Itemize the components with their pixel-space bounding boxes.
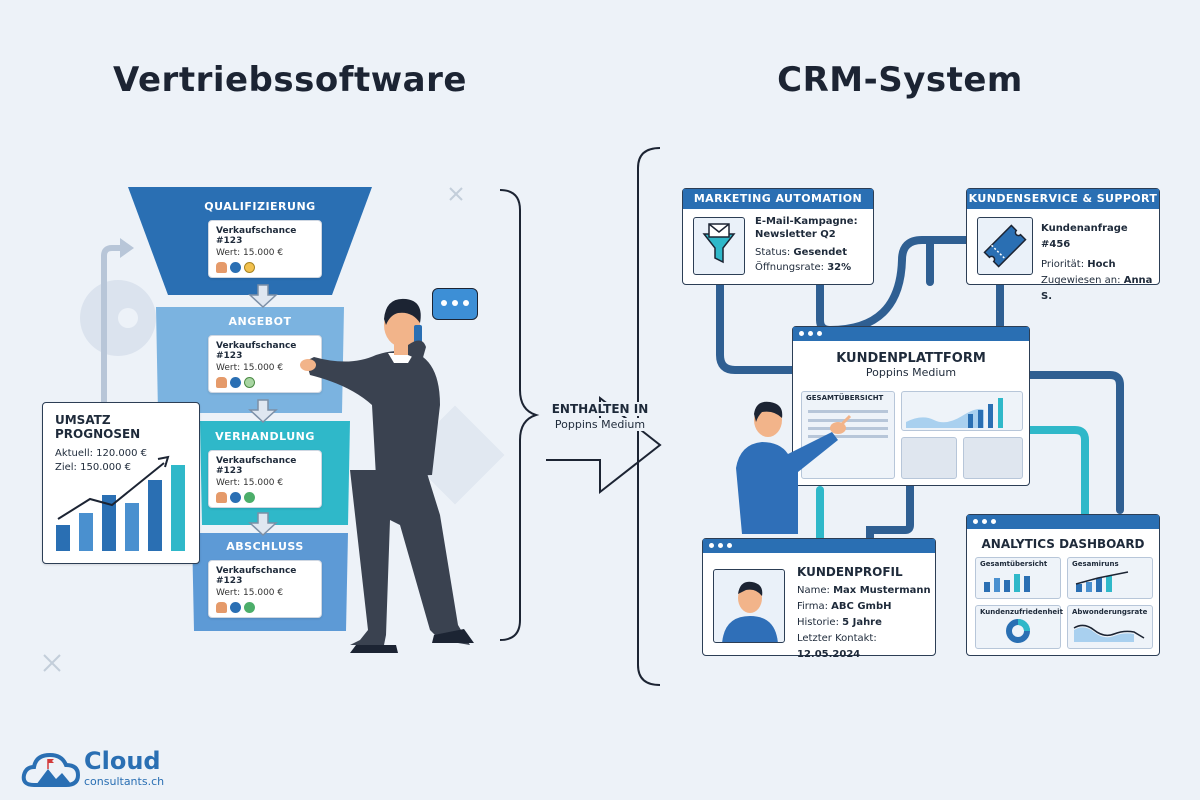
analytics-dashboard-window[interactable]: ANALYTICS DASHBOARD Gesamtübersicht Gesa… xyxy=(966,514,1160,656)
speech-bubble-icon xyxy=(432,288,478,320)
opportunity-card[interactable]: Verkaufschance #123 Wert: 15.000 € xyxy=(208,560,322,618)
logo-word: Cloud xyxy=(84,747,161,775)
ticket-icon xyxy=(977,217,1033,275)
marketing-automation-panel[interactable]: MARKETING AUTOMATION E-Mail-Kampagne: Ne… xyxy=(682,188,874,285)
opportunity-title: Verkaufschance #123 xyxy=(216,566,297,586)
checkmark-icon xyxy=(244,492,255,503)
placeholder-tile xyxy=(963,437,1023,479)
salesperson-illustration xyxy=(300,298,474,653)
opportunity-card[interactable]: Verkaufschance #123 Wert: 15.000 € xyxy=(208,220,322,278)
avatar-icon xyxy=(230,492,241,503)
profile-title: KUNDENPROFIL xyxy=(797,565,903,579)
trend-tile xyxy=(901,391,1023,431)
avatar xyxy=(713,569,785,643)
platform-sub: Poppins Medium xyxy=(865,366,957,379)
campaign-line2: Newsletter Q2 xyxy=(755,229,836,240)
avatar-icon xyxy=(230,602,241,613)
cloud-mountain-icon xyxy=(21,752,81,787)
person-icon xyxy=(216,262,227,273)
user-icon xyxy=(722,581,778,642)
enthalten-sub: Poppins Medium xyxy=(540,418,660,431)
support-header: KUNDENSERVICE & SUPPORT xyxy=(967,189,1159,209)
opportunity-value: Wert: 15.000 € xyxy=(216,248,284,258)
opportunity-value: Wert: 15.000 € xyxy=(216,363,284,373)
stage-label-abschluss: ABSCHLUSS xyxy=(226,540,304,553)
forecast-arrow-icon xyxy=(101,238,134,402)
donut-chart-icon xyxy=(1006,619,1030,643)
window-titlebar xyxy=(793,327,1029,341)
profile-contact: Letzter Kontakt: 12.05.2024 xyxy=(797,633,877,660)
customer-platform-window[interactable]: KUNDENPLATTFORM Poppins Medium GESAMTÜBE… xyxy=(792,326,1030,486)
profile-history: Historie: 5 Jahre xyxy=(797,617,882,628)
ticket-assignee: Zugewiesen an: Anna S. xyxy=(1041,275,1153,302)
analytics-tile[interactable]: Kundenzufriedenheit xyxy=(975,605,1063,649)
funnel-mail-icon xyxy=(693,217,745,275)
support-panel[interactable]: KUNDENSERVICE & SUPPORT Kundenanfrage #4… xyxy=(966,188,1160,302)
forecast-current: Aktuell: 120.000 € xyxy=(55,448,148,459)
stage-label-qualifizierung: QUALIFIZIERUNG xyxy=(204,200,316,213)
campaign-rate: Öffnungsrate: 32% xyxy=(755,262,852,273)
right-title: CRM-System xyxy=(777,60,1023,100)
ticket-priority: Priorität: Hoch xyxy=(1041,259,1116,270)
analytics-title: ANALYTICS DASHBOARD xyxy=(981,537,1145,551)
overview-tile: GESAMTÜBERSICHT xyxy=(801,391,895,479)
logo-domain: consultants.ch xyxy=(84,775,165,788)
profile-name: Name: Max Mustermann xyxy=(797,585,931,596)
forecast-title: UMSATZ PROGNOSEN xyxy=(55,413,141,441)
window-titlebar xyxy=(967,515,1159,529)
presenter-illustration xyxy=(736,401,852,534)
ticket-title: Kundenanfrage #456 xyxy=(1041,223,1128,250)
platform-title: KUNDENPLATTFORM xyxy=(836,351,986,366)
opportunity-value: Wert: 15.000 € xyxy=(216,478,284,488)
stage-label-verhandlung: VERHANDLUNG xyxy=(215,430,315,443)
analytics-tile[interactable]: Gesamiruns xyxy=(1067,557,1153,599)
opportunity-card[interactable]: Verkaufschance #123 Wert: 15.000 € xyxy=(208,450,322,508)
tile-label: Gesamtübersicht xyxy=(980,560,1048,568)
avatar-icon xyxy=(230,377,241,388)
coin-icon xyxy=(244,262,255,273)
opportunity-title: Verkaufschance #123 xyxy=(216,341,297,361)
enthalten-label: ENTHALTEN IN xyxy=(540,402,660,416)
left-title: Vertriebssoftware xyxy=(113,60,467,100)
download-icon xyxy=(244,602,255,613)
company-logo: Cloud consultants.ch xyxy=(20,745,220,793)
person-icon xyxy=(216,492,227,503)
opportunity-title: Verkaufschance #123 xyxy=(216,226,297,246)
overview-label: GESAMTÜBERSICHT xyxy=(806,394,884,402)
window-titlebar xyxy=(703,539,935,553)
analytics-tile[interactable]: Abwonderungsrate xyxy=(1067,605,1153,649)
marketing-header: MARKETING AUTOMATION xyxy=(683,189,873,209)
avatar-icon xyxy=(230,262,241,273)
customer-profile-window[interactable]: KUNDENPROFIL Name: Max Mustermann Firma:… xyxy=(702,538,936,660)
person-icon xyxy=(216,602,227,613)
tile-label: Gesamiruns xyxy=(1072,560,1119,568)
coin-icon xyxy=(244,377,255,388)
opportunity-title: Verkaufschance #123 xyxy=(216,456,297,476)
forecast-target: Ziel: 150.000 € xyxy=(55,462,132,473)
forecast-bar-chart xyxy=(56,455,185,551)
opportunity-value: Wert: 15.000 € xyxy=(216,588,284,598)
person-icon xyxy=(216,377,227,388)
analytics-tile[interactable]: Gesamtübersicht xyxy=(975,557,1061,599)
tile-label: Abwonderungsrate xyxy=(1072,608,1148,616)
campaign-line1: E-Mail-Kampagne: xyxy=(755,216,858,227)
campaign-status: Status: Gesendet xyxy=(755,247,847,258)
tile-label: Kundenzufriedenheit xyxy=(980,608,1063,616)
stage-label-angebot: ANGEBOT xyxy=(228,315,292,328)
profile-company: Firma: ABC GmbH xyxy=(797,601,892,612)
placeholder-tile xyxy=(901,437,957,479)
